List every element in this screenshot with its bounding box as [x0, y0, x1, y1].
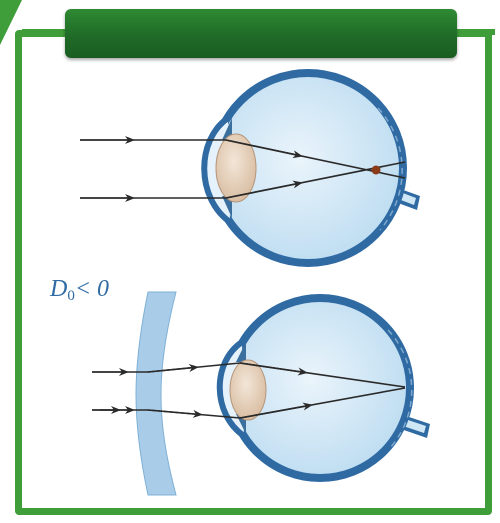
formula-relation: < 0	[74, 276, 110, 302]
optical-power-formula: D0< 0	[50, 276, 109, 305]
top-focus-point	[371, 165, 381, 175]
top-lens	[215, 133, 257, 203]
bottom-lens	[229, 359, 267, 421]
formula-symbol: D	[50, 276, 68, 302]
formula-subscript: 0	[67, 288, 75, 304]
title-bar	[65, 9, 457, 58]
concave-lens	[135, 291, 177, 496]
bottom-eye	[92, 294, 430, 482]
top-eye	[80, 69, 420, 267]
